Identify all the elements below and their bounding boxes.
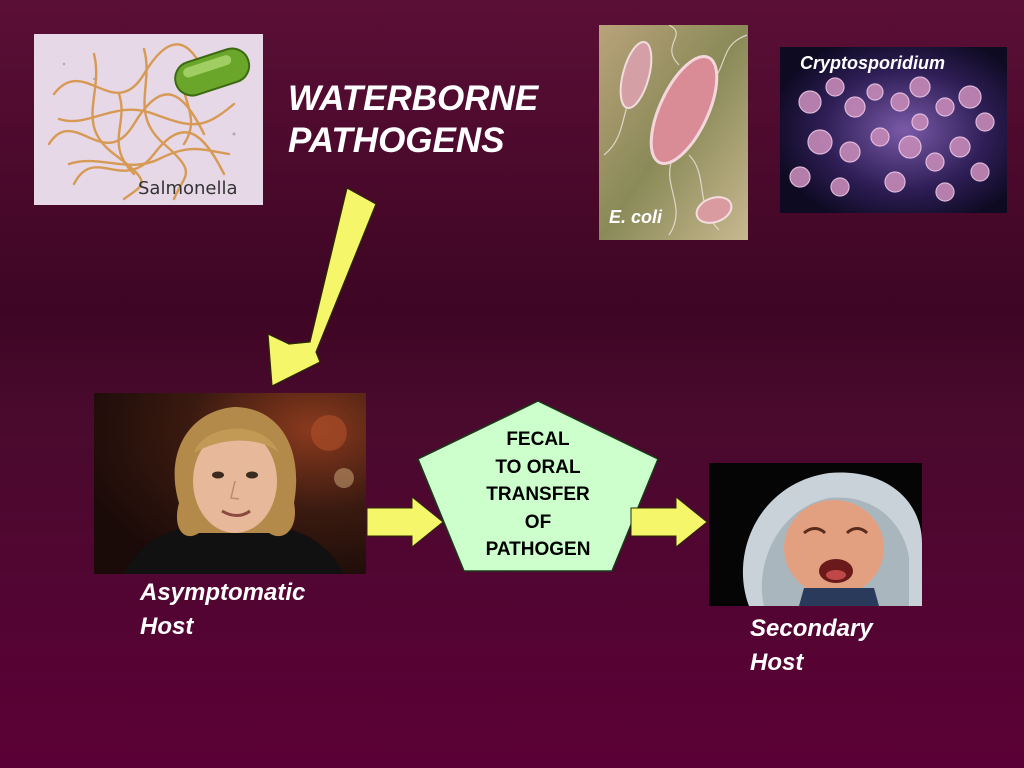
asymptomatic-host-line-2: Host	[140, 613, 194, 640]
asymptomatic-host-line-1: Asymptomatic	[140, 579, 306, 606]
asymptomatic-host-photo	[94, 393, 366, 574]
slide-title: WATERBORNE PATHOGENS	[288, 78, 588, 162]
process-text: FECAL TO ORAL TRANSFER OF PATHOGEN	[470, 426, 606, 564]
ecoli-label: E. coli	[609, 207, 663, 227]
secondary-host-line-2: Host	[750, 649, 804, 676]
asymptomatic-host-label: Asymptomatic Host	[140, 576, 305, 644]
title-line-1: WATERBORNE	[288, 79, 539, 118]
cryptosporidium-image: Cryptosporidium	[780, 47, 1007, 213]
salmonella-image: Salmonella	[34, 34, 263, 205]
ecoli-image: E. coli	[599, 25, 748, 240]
salmonella-label: Salmonella	[138, 178, 238, 199]
arrow-right-icon	[630, 496, 708, 548]
title-line-2: PATHOGENS	[288, 121, 505, 160]
secondary-host-photo	[709, 463, 922, 606]
process-pentagon	[417, 400, 659, 572]
process-line-3: TRANSFER	[486, 484, 590, 505]
arrow-down-left-icon	[267, 187, 377, 387]
cryptosporidium-label: Cryptosporidium	[800, 53, 946, 73]
process-line-4: OF	[524, 511, 552, 533]
secondary-host-line-1: Secondary	[750, 615, 873, 642]
arrow-right-icon	[366, 496, 444, 548]
secondary-host-label: Secondary Host	[750, 612, 873, 680]
process-line-5: PATHOGEN	[485, 539, 591, 560]
process-line-1: FECAL	[506, 429, 570, 450]
process-line-2: TO ORAL	[495, 456, 581, 478]
